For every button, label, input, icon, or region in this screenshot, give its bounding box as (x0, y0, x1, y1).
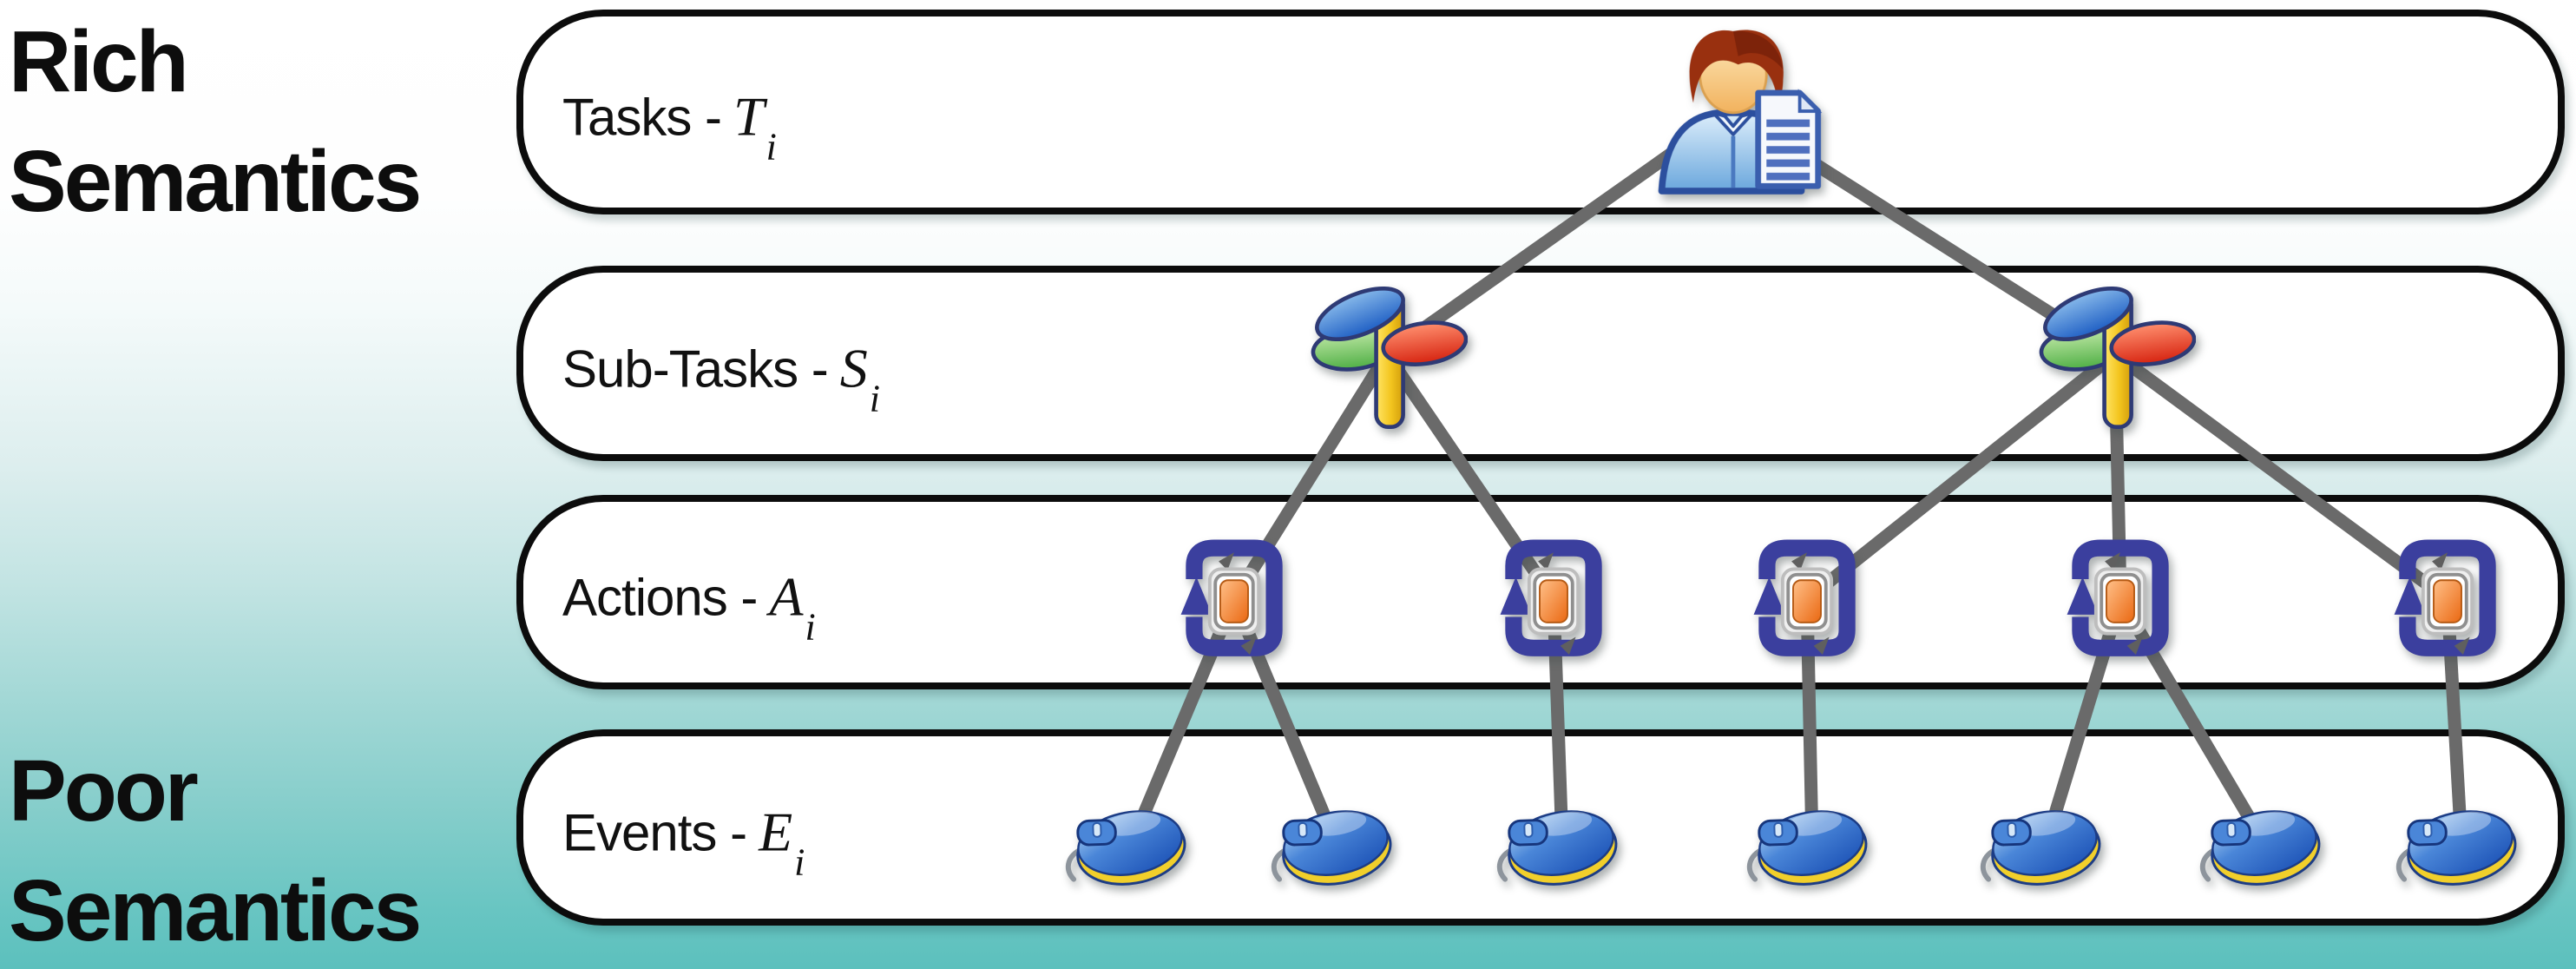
actions-row: Actions -Ai (516, 495, 2565, 689)
poor-semantics-label: Poor Semantics (9, 731, 422, 969)
tasks-row: Tasks -Ti (516, 10, 2565, 214)
row-variable: S (839, 336, 868, 399)
row-label-text: Events - (562, 803, 747, 862)
rich-semantics-label: Rich Semantics (9, 2, 422, 241)
row-subscript: i (869, 376, 880, 419)
rich-semantics-line1: Rich (9, 13, 189, 110)
row-subscript: i (805, 605, 816, 649)
row-variable: A (769, 565, 803, 628)
actions-row-label: Actions -Ai (562, 568, 816, 649)
subtasks-row-label: Sub-Tasks -Si (562, 336, 880, 419)
row-variable: E (759, 801, 792, 863)
row-subscript: i (794, 840, 805, 884)
row-subscript: i (766, 125, 777, 168)
row-label-text: Tasks - (562, 88, 722, 147)
row-label-text: Sub-Tasks - (562, 339, 829, 398)
events-row: Events -Ei (516, 729, 2565, 926)
tasks-row-label: Tasks -Ti (562, 88, 777, 168)
poor-semantics-line1: Poor (9, 742, 199, 840)
events-row-label: Events -Ei (562, 801, 805, 884)
row-label-text: Actions - (562, 568, 758, 627)
poor-semantics-line2: Semantics (9, 862, 422, 959)
subtasks-row: Sub-Tasks -Si (516, 266, 2565, 461)
rich-semantics-line2: Semantics (9, 133, 422, 230)
row-variable: T (733, 85, 765, 148)
